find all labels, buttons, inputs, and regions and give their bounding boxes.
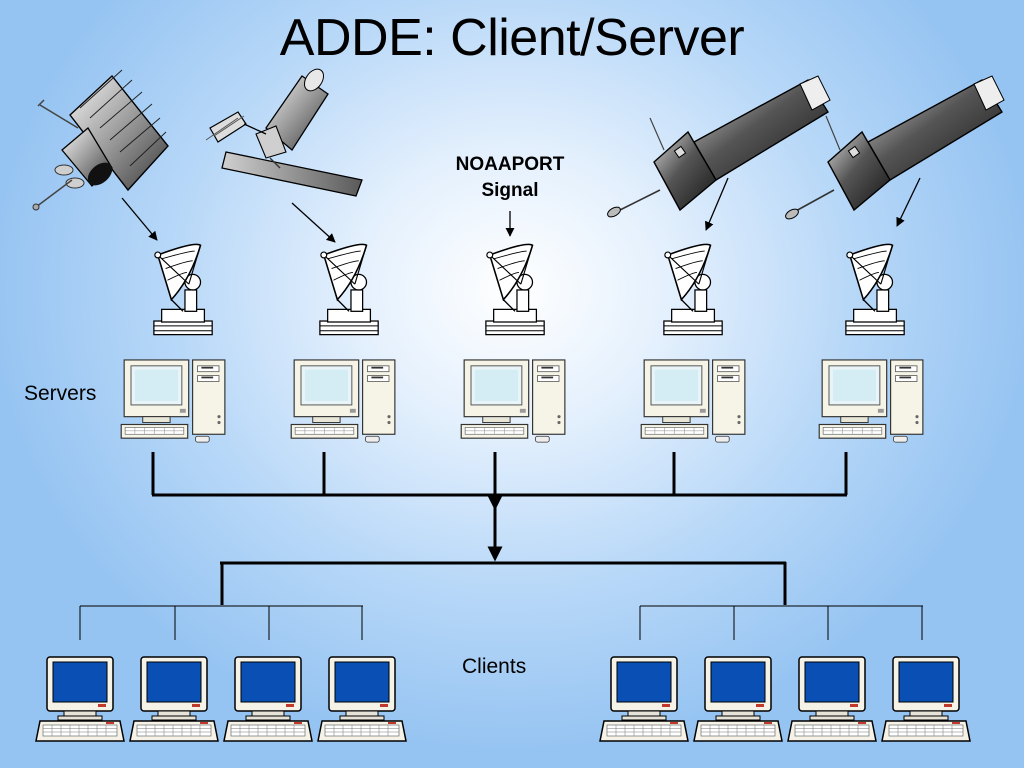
client-computer-icon	[881, 656, 971, 742]
server-bus	[151, 452, 848, 497]
client-computer-icon	[599, 656, 689, 742]
satellite-icon	[32, 69, 169, 211]
satellite-dish-icon	[845, 243, 905, 336]
client-computer-icon	[787, 656, 877, 742]
client-computer-icon	[693, 656, 783, 742]
clients-label: Clients	[462, 655, 527, 678]
server-computer-icon	[120, 359, 226, 443]
client-bus	[220, 561, 787, 605]
satellite-dish-icon	[153, 243, 213, 336]
noaaport-label-line1: NOAAPORT	[455, 154, 565, 175]
client-computer-icon	[317, 656, 407, 742]
satellite-icon	[607, 75, 831, 218]
client-branches	[79, 605, 923, 640]
client-computer-icon	[223, 656, 313, 742]
noaaport-signal-label: NOAAPORT Signal	[440, 152, 580, 204]
slide-title: ADDE: Client/Server	[279, 9, 745, 67]
client-computer-icon	[35, 656, 125, 742]
server-computer-icon	[290, 359, 396, 443]
satellite-dish-icon	[663, 243, 723, 336]
client-computer-icon	[129, 656, 219, 742]
server-computer-icon	[640, 359, 746, 443]
server-computer-icon	[460, 359, 566, 443]
servers-label: Servers	[24, 382, 97, 405]
satellite-dish-icon	[319, 243, 379, 336]
satellite-icon	[205, 68, 363, 197]
server-computer-icon	[818, 359, 924, 443]
downlink-arrows	[121, 177, 921, 243]
satellite-icon	[785, 75, 1005, 220]
noaaport-label-line2: Signal	[481, 180, 539, 201]
satellite-dish-icon	[485, 243, 545, 336]
